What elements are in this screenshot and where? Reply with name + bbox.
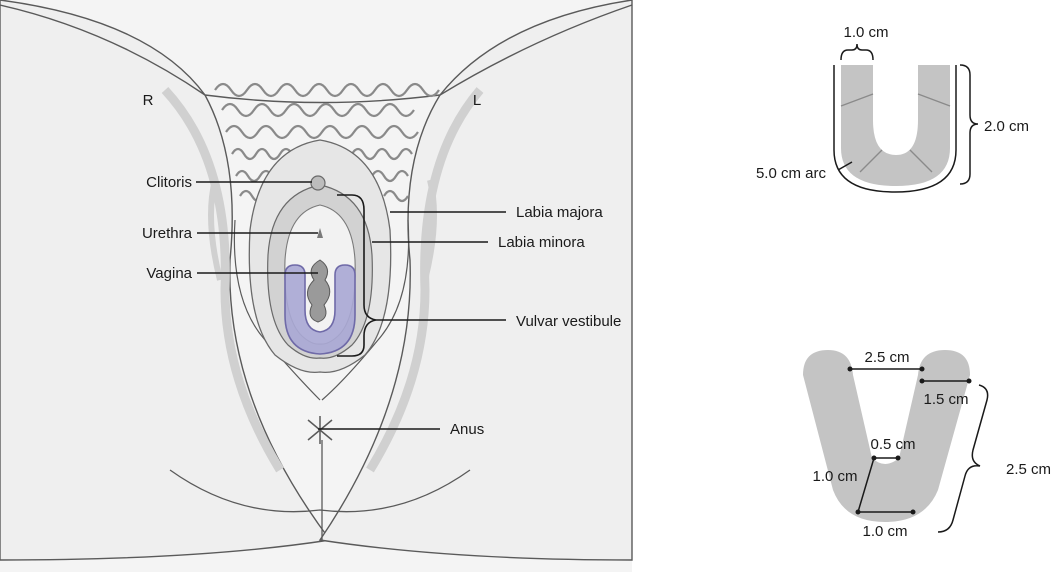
urethra-label: Urethra: [142, 225, 193, 242]
labia-minora-label: Labia minora: [498, 234, 585, 251]
bottom-height-brace: [937, 384, 989, 533]
bottom-inner-label: 0.5 cm: [870, 436, 915, 453]
top-arc-label: 5.0 cm arc: [756, 165, 827, 182]
bottom-diagonal-label: 1.0 cm: [812, 468, 857, 485]
top-width-label: 1.0 cm: [843, 24, 888, 41]
anus-shape: [307, 416, 333, 444]
vulva-illustration: [0, 0, 633, 572]
bottom-gap-label: 2.5 cm: [864, 349, 909, 366]
left-side-label: L: [473, 92, 481, 109]
pubic-hair: [214, 82, 440, 203]
bottom-arm-label: 1.5 cm: [923, 391, 968, 408]
top-model-outer-outline: [833, 65, 957, 193]
top-arc-leader: [837, 161, 853, 171]
top-model-segment-1: [840, 93, 874, 107]
clitoris-label: Clitoris: [146, 174, 192, 191]
bottom-inner-dot-right: [895, 455, 901, 461]
bottom-gap-dot-right: [919, 366, 925, 372]
bottom-diagonal-line: [857, 457, 875, 513]
top-implant-model: [833, 43, 979, 193]
top-height-brace: [959, 64, 979, 185]
left-fold: [366, 87, 484, 473]
anus-label: Anus: [450, 421, 484, 438]
left-inner-contour: [321, 219, 410, 401]
right-thigh: [0, 0, 332, 561]
top-height-label: 2.0 cm: [984, 118, 1029, 135]
clitoris-shape: [310, 175, 326, 191]
u-shaped-implant: [284, 264, 356, 355]
labia-majora-label: Labia majora: [516, 204, 603, 221]
buttock-curves: [169, 469, 471, 513]
bottom-base-dot-right: [910, 509, 916, 515]
bottom-gap-dot-left: [847, 366, 853, 372]
top-width-brace: [840, 43, 874, 61]
waist-curve: [0, 4, 633, 104]
right-fold: [161, 86, 284, 473]
top-model-segment-3: [859, 149, 883, 173]
right-side-label: R: [143, 92, 154, 109]
left-inner-fold: [422, 179, 437, 281]
top-model-segment-4: [909, 149, 933, 173]
vagina-label: Vagina: [146, 265, 192, 282]
bottom-base-label: 1.0 cm: [862, 523, 907, 540]
bottom-arm-dot-right: [966, 378, 972, 384]
bottom-implant-model: [803, 350, 989, 533]
vaginal-opening: [307, 259, 331, 323]
top-model-body: [841, 65, 950, 186]
top-model-segment-2: [917, 93, 951, 107]
urethra-shape: [317, 228, 323, 238]
leader-lines: [196, 181, 506, 430]
bottom-model-body: [803, 350, 970, 522]
right-inner-fold: [208, 179, 223, 281]
bottom-arm-dot-left: [919, 378, 925, 384]
bottom-height-label: 2.5 cm: [1006, 461, 1051, 478]
vulvar-vestibule-label: Vulvar vestibule: [516, 313, 621, 330]
